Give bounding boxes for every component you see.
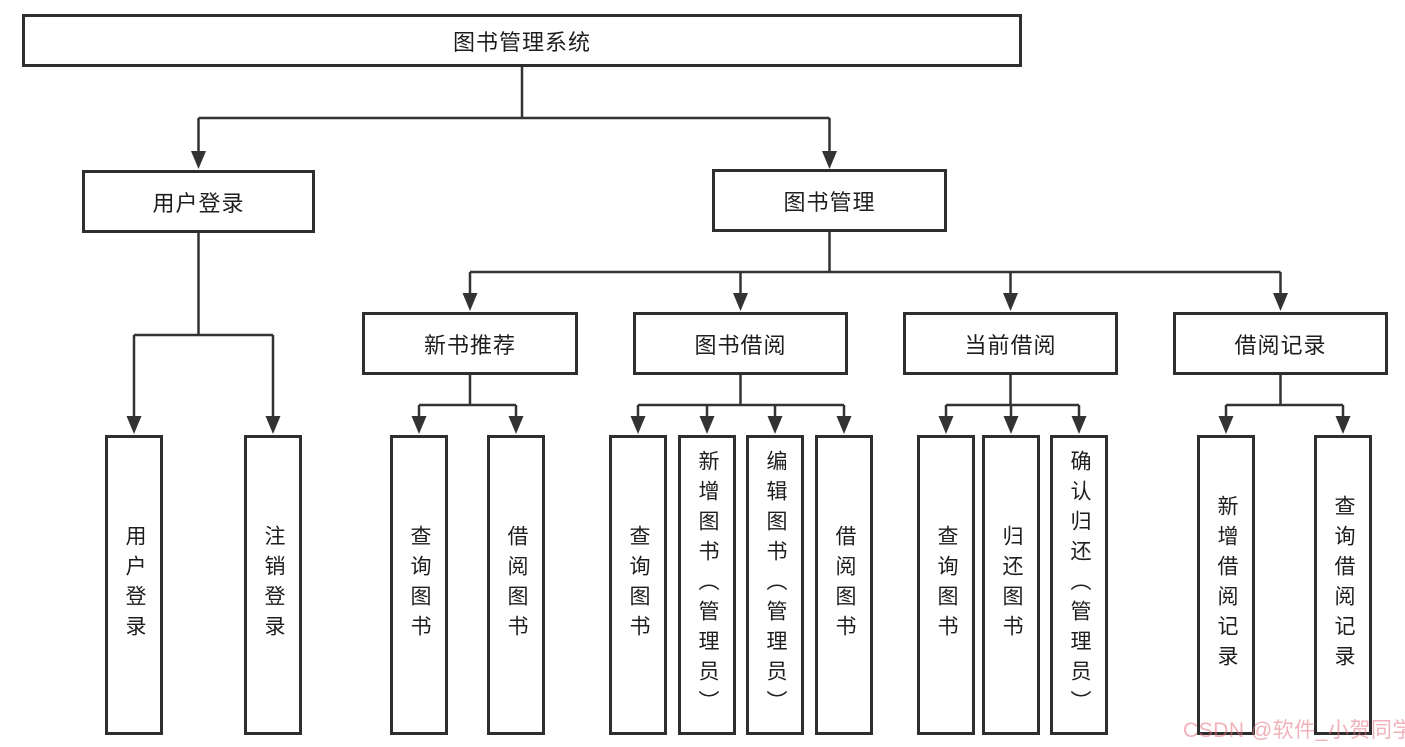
arrow-down-icon (767, 416, 783, 434)
arrow-down-icon (630, 416, 646, 434)
arrow-down-icon (508, 416, 524, 434)
arrow-down-icon (836, 416, 852, 434)
connector-book-borrowing-to-leaves (636, 375, 846, 417)
arrow-down-icon (1218, 416, 1234, 434)
arrow-down-icon (265, 416, 281, 434)
connector-borrowing-records-to-leaves (1224, 375, 1345, 417)
node-new-book-recommendation: 新书推荐 (362, 312, 578, 375)
arrow-down-icon (411, 416, 427, 434)
watermark-text: CSDN @软件_小贺同学 (1183, 719, 1405, 742)
leaf-query-books-recommend: 查询图书 (390, 435, 448, 735)
connector-book-management-to-level3 (468, 232, 1282, 294)
leaf-add-borrow-record: 新增借阅记录 (1197, 435, 1255, 735)
node-book-borrowing: 图书借阅 (633, 312, 848, 375)
connector-root-to-level2 (197, 67, 831, 152)
arrow-down-icon (126, 416, 142, 434)
arrow-down-icon (462, 293, 478, 311)
node-borrowing-records: 借阅记录 (1173, 312, 1388, 375)
leaf-confirm-return-admin: 确认归还（管理员） (1050, 435, 1108, 735)
arrow-down-icon (1273, 293, 1288, 311)
arrow-down-icon (1003, 293, 1018, 311)
leaf-add-books-admin: 新增图书（管理员） (678, 435, 736, 735)
node-book-management: 图书管理 (712, 169, 947, 232)
arrow-down-icon (822, 151, 837, 169)
node-user-login: 用户登录 (82, 170, 315, 233)
leaf-query-borrow-record: 查询借阅记录 (1314, 435, 1372, 735)
arrow-down-icon (1003, 416, 1019, 434)
arrow-down-icon (191, 151, 206, 169)
leaf-logout-login: 注销登录 (244, 435, 302, 735)
connector-user-login-to-leaves (132, 233, 275, 417)
leaf-query-books-current: 查询图书 (917, 435, 975, 735)
node-current-borrowing: 当前借阅 (903, 312, 1118, 375)
leaf-borrow-books-borrowing: 借阅图书 (815, 435, 873, 735)
arrow-down-icon (938, 416, 954, 434)
arrow-down-icon (733, 293, 748, 311)
leaf-user-login: 用户登录 (105, 435, 163, 735)
node-library-management-system: 图书管理系统 (22, 14, 1022, 67)
leaf-return-books: 归还图书 (982, 435, 1040, 735)
arrow-down-icon (699, 416, 715, 434)
leaf-edit-books-admin: 编辑图书（管理员） (746, 435, 804, 735)
arrow-down-icon (1335, 416, 1351, 434)
leaf-query-books-borrowing: 查询图书 (609, 435, 667, 735)
connector-new-book-recommendation-to-leaves (417, 375, 518, 417)
leaf-borrow-books-recommend: 借阅图书 (487, 435, 545, 735)
arrow-down-icon (1071, 416, 1087, 434)
connector-current-borrowing-to-leaves (944, 375, 1081, 417)
